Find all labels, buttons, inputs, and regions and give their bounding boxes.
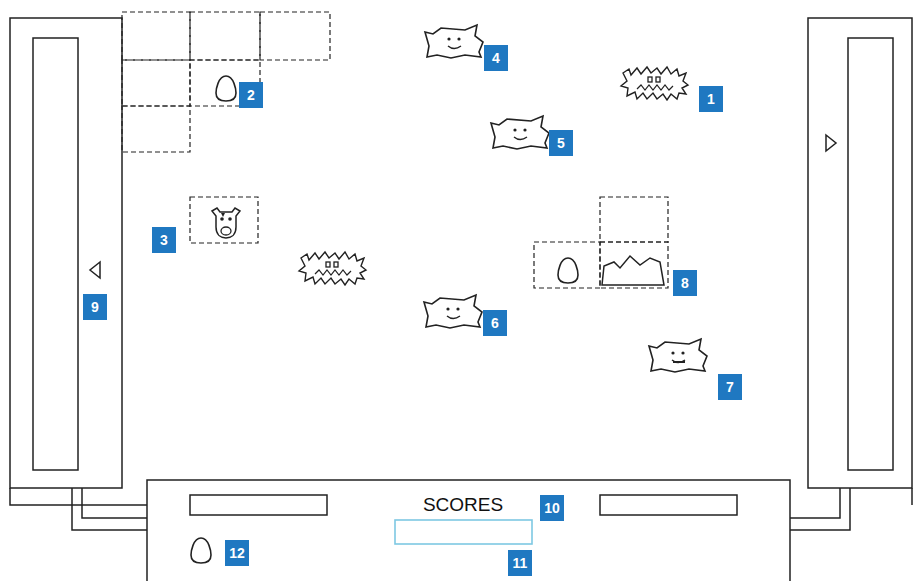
egg <box>191 538 211 563</box>
creature <box>649 339 707 372</box>
creature <box>299 252 366 285</box>
callout-number: 9 <box>83 294 107 320</box>
callout-number: 4 <box>484 45 508 71</box>
score-heading: SCORES <box>421 494 505 516</box>
callout-number: 7 <box>718 374 742 400</box>
callout-number: 11 <box>508 550 532 576</box>
left-side-panel <box>10 18 147 530</box>
callout-number: 12 <box>225 540 249 566</box>
right-side-panel <box>790 18 912 530</box>
callout-number: 5 <box>549 130 573 156</box>
callout-number: 3 <box>152 227 176 253</box>
direction-arrow <box>826 135 836 151</box>
callout-number: 1 <box>699 86 723 112</box>
score-panel <box>147 480 790 581</box>
creature <box>424 295 482 328</box>
creature <box>621 67 688 100</box>
creature <box>491 116 549 149</box>
nest <box>602 256 664 285</box>
direction-arrow <box>90 262 100 278</box>
creature <box>425 25 483 58</box>
cow-head <box>212 208 240 238</box>
callout-number: 2 <box>239 82 263 108</box>
callout-number: 10 <box>540 495 564 521</box>
score-display <box>395 520 532 544</box>
egg <box>558 258 578 283</box>
callout-number: 8 <box>673 270 697 296</box>
callout-number: 6 <box>483 310 507 336</box>
egg <box>216 76 236 101</box>
dashed-grid <box>122 12 668 288</box>
